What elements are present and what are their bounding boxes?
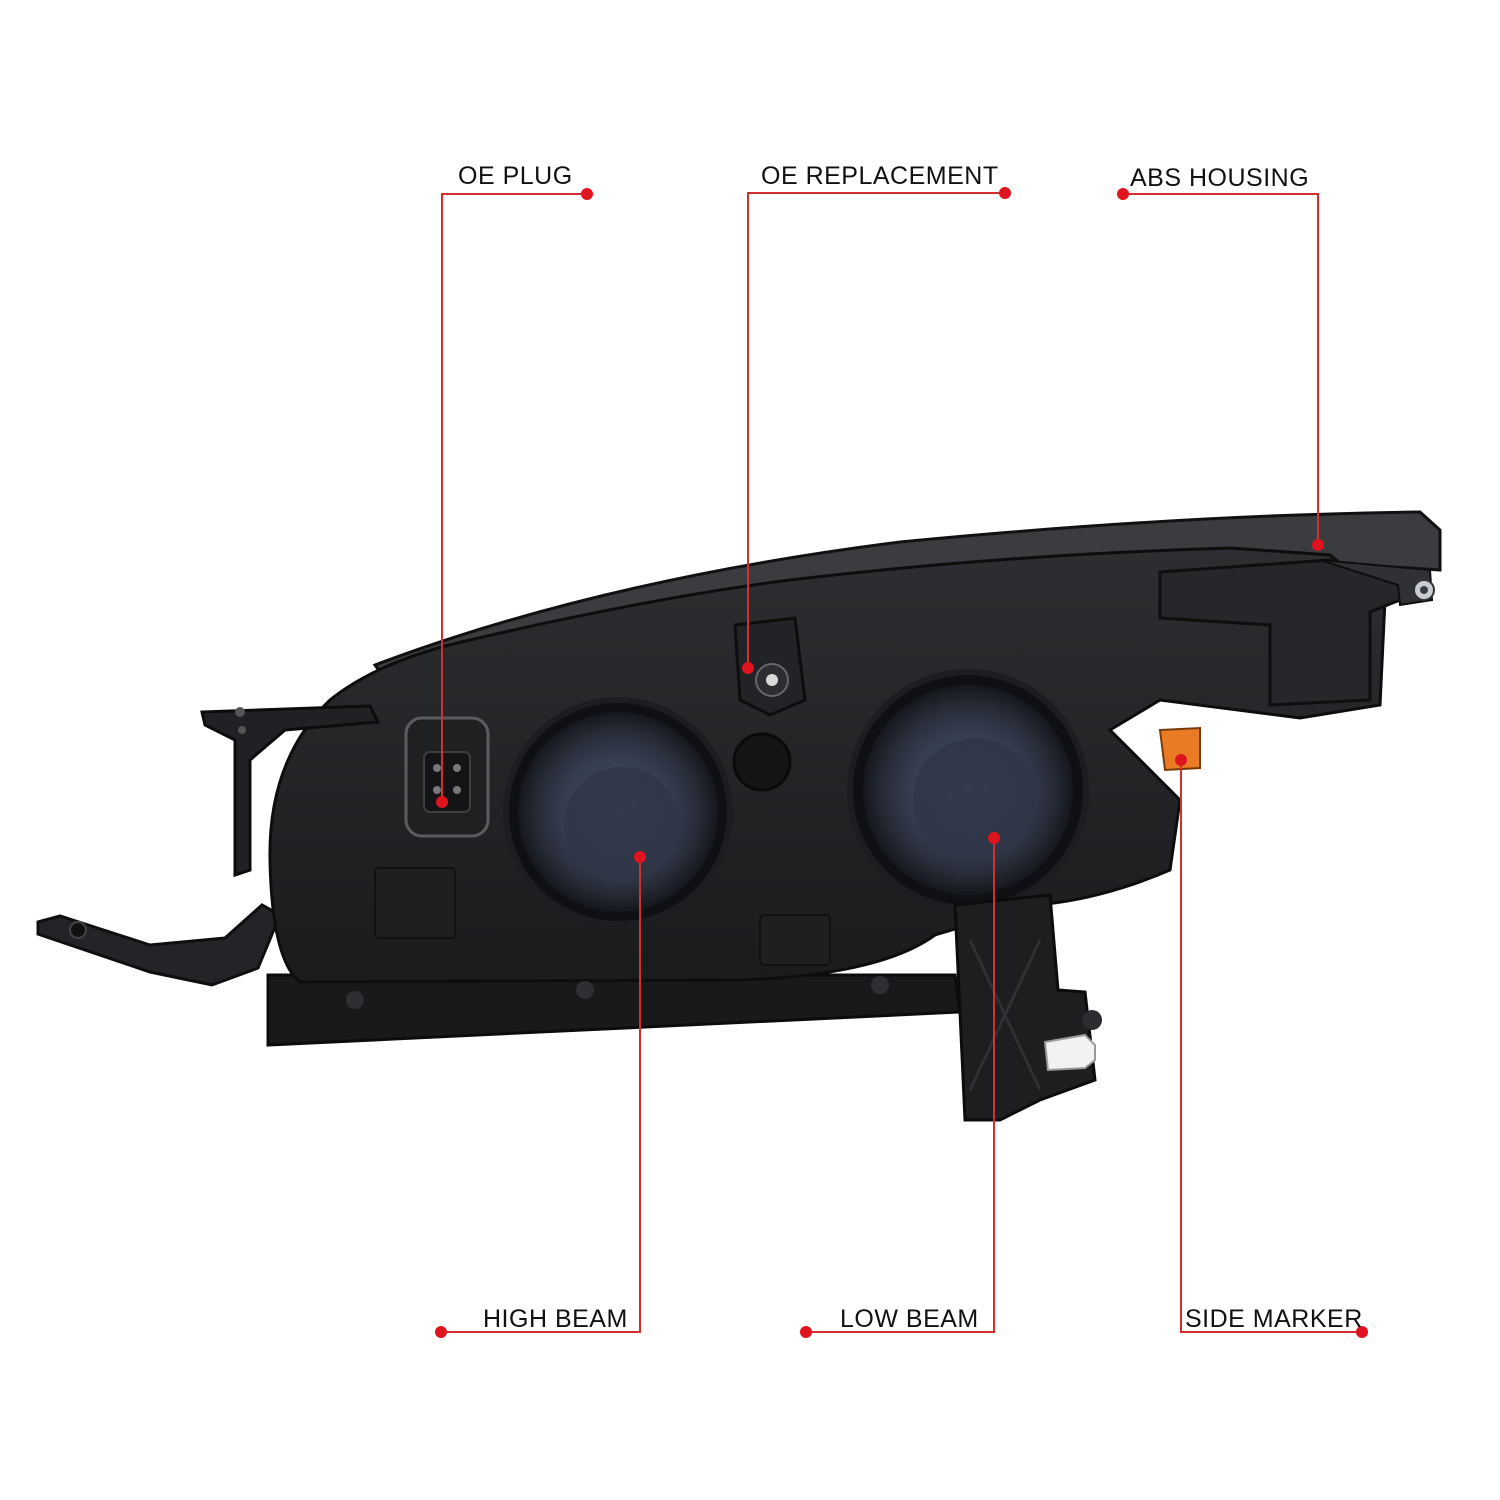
callout-abs-housing: ABS HOUSING [1117,164,1324,551]
leader-dot-label-end [1356,1326,1368,1338]
callout-side-marker: SIDE MARKER [1175,754,1368,1338]
leader-dot-target [1175,754,1187,766]
leader-dot-label-end [999,187,1011,199]
leader-line [441,857,641,1333]
callout-label: LOW BEAM [840,1305,979,1333]
callout-label: SIDE MARKER [1185,1305,1363,1333]
callout-label: OE REPLACEMENT [761,162,999,190]
bracket-screw [238,726,246,734]
low-beam-projector [847,669,1089,911]
white-clip [1043,1033,1096,1072]
housing-label-plate [759,914,831,966]
bottom-bolt [346,991,364,1009]
left-mounting-arm [36,903,282,987]
leader-line [1180,760,1362,1333]
leader-dot-target [634,851,646,863]
leader-dot-target [988,832,1000,844]
leader-line [441,193,587,802]
bottom-bolt [871,976,889,994]
lower-mounting-bracket [953,893,1097,1122]
headlight-assembly [36,510,1442,1122]
high-beam-projector [503,697,733,927]
callout-low-beam: LOW BEAM [800,832,1000,1338]
callout-high-beam: HIGH BEAM [435,851,646,1338]
adjuster-screw-center [1420,586,1428,594]
callout-oe-plug: OE PLUG [436,162,593,808]
leader-dot-target [742,662,754,674]
callout-label: OE PLUG [458,162,573,190]
leader-dot-label-end [581,188,593,200]
leader-dot-target [1312,539,1324,551]
mounting-hole [69,921,87,939]
bracket-screw [235,707,245,717]
leader-dot-target [436,796,448,808]
housing-label-plate [374,867,456,939]
abs-housing-tab [1319,559,1434,607]
leader-dot-label-end [435,1326,447,1338]
left-side-bracket [200,704,381,878]
base-flange [266,973,962,1047]
leader-line [806,838,995,1333]
callout-label: ABS HOUSING [1130,164,1309,192]
bulb-socket-center [766,674,778,686]
bracket-rib [968,939,1042,1091]
leader-line [1123,193,1319,545]
pin [453,786,461,794]
leader-dot-label-end [800,1326,812,1338]
callout-oe-replacement: OE REPLACEMENT [742,162,1011,674]
vent-cap [732,732,792,792]
bottom-bolt [576,981,594,999]
pin [433,764,441,772]
leader-dot-label-end [1117,188,1129,200]
pin [433,786,441,794]
bracket-knob [1082,1010,1102,1030]
callout-label: HIGH BEAM [483,1305,628,1333]
leader-line [747,192,1005,668]
side-marker-lens [1158,726,1201,772]
pin [453,764,461,772]
